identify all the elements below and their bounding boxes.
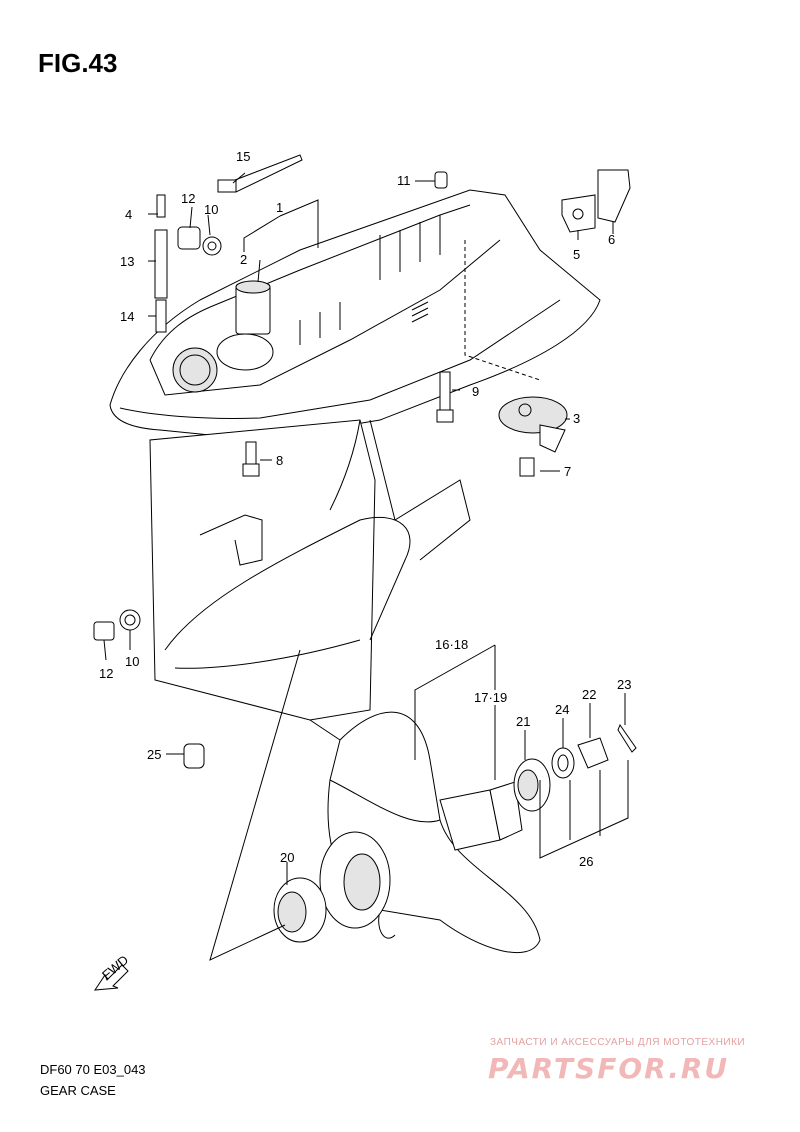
callout-21: 21 (516, 714, 530, 729)
callout-17-19: 17·19 (474, 690, 507, 705)
callout-22: 22 (582, 687, 596, 702)
drawing-caption: GEAR CASE (40, 1083, 116, 1098)
fwd-arrow-icon: FWD (94, 952, 131, 991)
propeller-assembly (273, 711, 637, 954)
watermark-logo: PARTSFOR.RU (488, 1052, 730, 1085)
callout-14: 14 (120, 309, 134, 324)
callout-1: 1 (276, 200, 283, 215)
callout-23: 23 (617, 677, 631, 692)
callout-10-top: 10 (204, 202, 218, 217)
callout-10-bottom: 10 (125, 654, 139, 669)
callout-11: 11 (397, 173, 411, 188)
callout-12-top: 12 (181, 191, 195, 206)
figure-title: FIG.43 (38, 48, 118, 78)
callout-labels: 1 2 3 4 5 6 7 8 9 10 11 12 13 14 15 16·1… (99, 149, 631, 869)
callout-3: 3 (573, 411, 580, 426)
leader-lines (103, 172, 629, 961)
callout-8: 8 (276, 453, 283, 468)
callout-24: 24 (555, 702, 569, 717)
callout-5: 5 (573, 247, 580, 262)
callout-20: 20 (280, 850, 294, 865)
parts (93, 154, 631, 769)
callout-7: 7 (564, 464, 571, 479)
callout-6: 6 (608, 232, 615, 247)
callout-16-18: 16·18 (435, 637, 468, 652)
callout-13: 13 (120, 254, 134, 269)
drawing-code: DF60 70 E03_043 (40, 1062, 146, 1077)
watermark-tagline: ЗАПЧАСТИ И АКСЕССУАРЫ ДЛЯ МОТОТЕХНИКИ (490, 1037, 746, 1048)
callout-2: 2 (240, 252, 247, 267)
callout-9: 9 (472, 384, 479, 399)
callout-26: 26 (579, 854, 593, 869)
gear-case-housing (109, 189, 601, 741)
callout-12-bottom: 12 (99, 666, 113, 681)
callout-25: 25 (147, 747, 161, 762)
callout-15: 15 (236, 149, 250, 164)
callout-4: 4 (125, 207, 132, 222)
